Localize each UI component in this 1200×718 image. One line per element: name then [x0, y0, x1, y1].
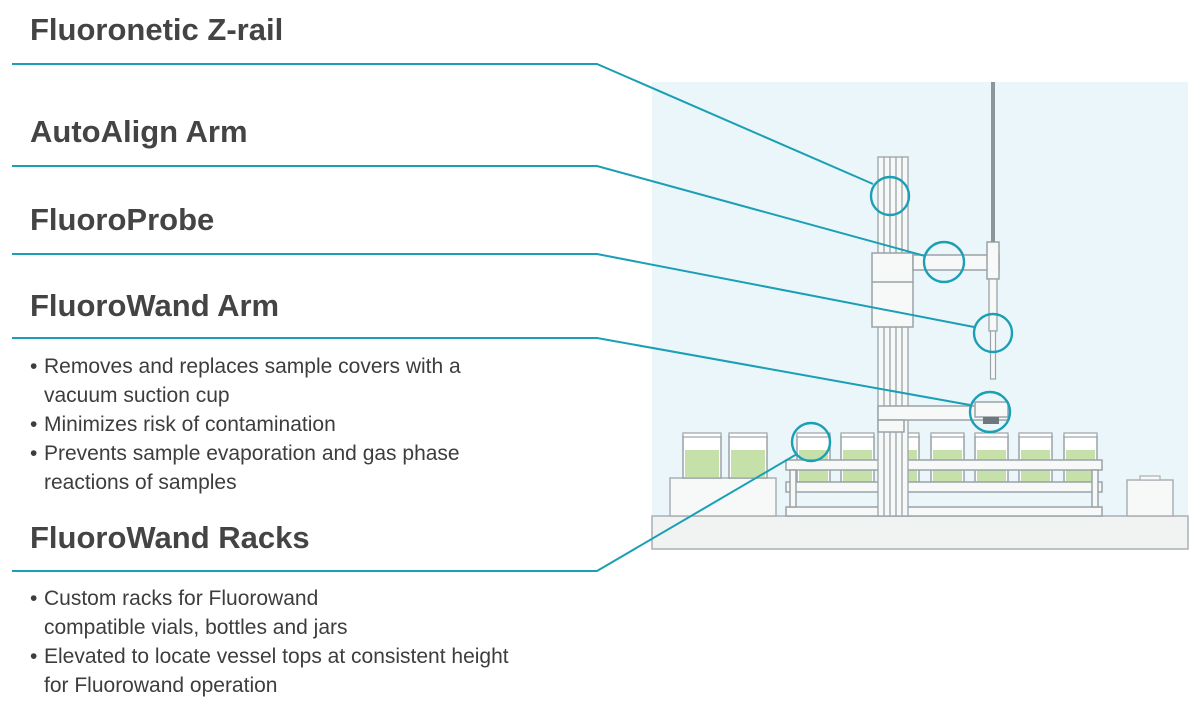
- rack-vial: [796, 432, 831, 483]
- base-platform: [651, 515, 1189, 550]
- fluorowand-racks-bullet-list: Custom racks for Fluorowand compatible v…: [30, 584, 534, 700]
- callout-line-zrail: [12, 63, 874, 185]
- bullet-item: Removes and replaces sample covers with …: [30, 352, 484, 410]
- bullet-item: Elevated to locate vessel tops at consis…: [30, 642, 534, 700]
- callout-circle-arm: [922, 240, 966, 284]
- fluorowand-arm-heading: FluoroWand Arm: [30, 288, 280, 323]
- rack-vial: [974, 432, 1009, 483]
- zrail-heading: Fluoronetic Z-rail: [30, 12, 284, 47]
- right-container: [1126, 475, 1174, 517]
- bullet-item: Custom racks for Fluorowand compatible v…: [30, 584, 424, 642]
- callout-line-arm: [12, 165, 926, 257]
- callout-line-probe: [12, 253, 975, 328]
- fluoroprobe-heading: FluoroProbe: [30, 202, 215, 237]
- bullet-item: Prevents sample evaporation and gas phas…: [30, 439, 474, 497]
- callout-circle-racks: [790, 421, 832, 463]
- suction-cup: [983, 417, 999, 424]
- fluorowand-racks-heading: FluoroWand Racks: [30, 520, 310, 555]
- rack-vial: [840, 432, 875, 483]
- callout-circle-probe: [972, 312, 1014, 354]
- callout-line-wand-arm: [12, 337, 971, 406]
- autoalign-carriage: [871, 252, 914, 328]
- autoalign-arm: [912, 241, 1000, 280]
- standalone-vial: [682, 432, 722, 479]
- bullet-item: Minimizes risk of contamination: [30, 410, 564, 439]
- fluorowand-arm-bullet-list: Removes and replaces sample covers with …: [30, 352, 564, 497]
- rack-vial: [930, 432, 965, 483]
- callout-circle-wand-arm: [968, 390, 1012, 434]
- fluorowand-arm-mechanism: [877, 401, 1009, 433]
- autoalign-arm-heading: AutoAlign Arm: [30, 114, 248, 149]
- callout-circle-zrail: [869, 175, 911, 217]
- callout-line-racks: [12, 453, 798, 572]
- z-rail-column: [877, 156, 909, 517]
- fluorowand-rack: [785, 459, 1103, 517]
- standalone-vial: [728, 432, 768, 479]
- fluoroprobe: [988, 82, 998, 380]
- rack-vial: [1018, 432, 1053, 483]
